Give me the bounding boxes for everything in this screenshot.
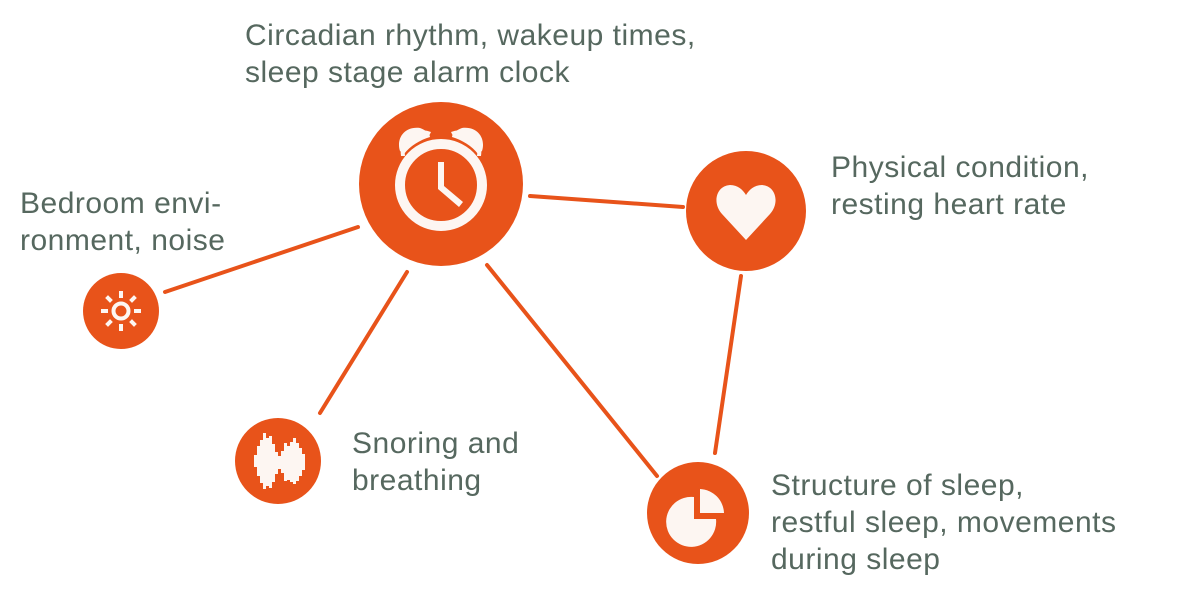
pie-chart-icon xyxy=(666,489,724,547)
node-heart xyxy=(686,151,806,271)
node-snore xyxy=(235,418,321,504)
edge-alarm-structure xyxy=(485,263,659,478)
node-alarm xyxy=(359,102,523,266)
heart-icon xyxy=(716,185,776,240)
sun-icon xyxy=(101,291,141,331)
edge-heart-structure xyxy=(713,274,743,455)
label-snoring-breathing: Snoring and breathing xyxy=(352,427,520,497)
node-structure xyxy=(647,462,749,564)
edge-alarm-heart xyxy=(528,194,685,209)
sound-wave-icon xyxy=(254,433,305,489)
alarm-clock-icon xyxy=(395,127,487,231)
label-bedroom-environment: Bedroom envi- ronment, noise xyxy=(20,187,226,257)
edge-alarm-snore xyxy=(318,270,409,415)
label-sleep-structure: Structure of sleep, restful sleep, movem… xyxy=(771,469,1117,576)
label-physical-condition: Physical condition, resting heart rate xyxy=(831,151,1089,221)
edge-alarm-env xyxy=(163,225,360,294)
node-env xyxy=(83,273,159,349)
label-circadian-rhythm: Circadian rhythm, wakeup times, sleep st… xyxy=(245,19,696,89)
